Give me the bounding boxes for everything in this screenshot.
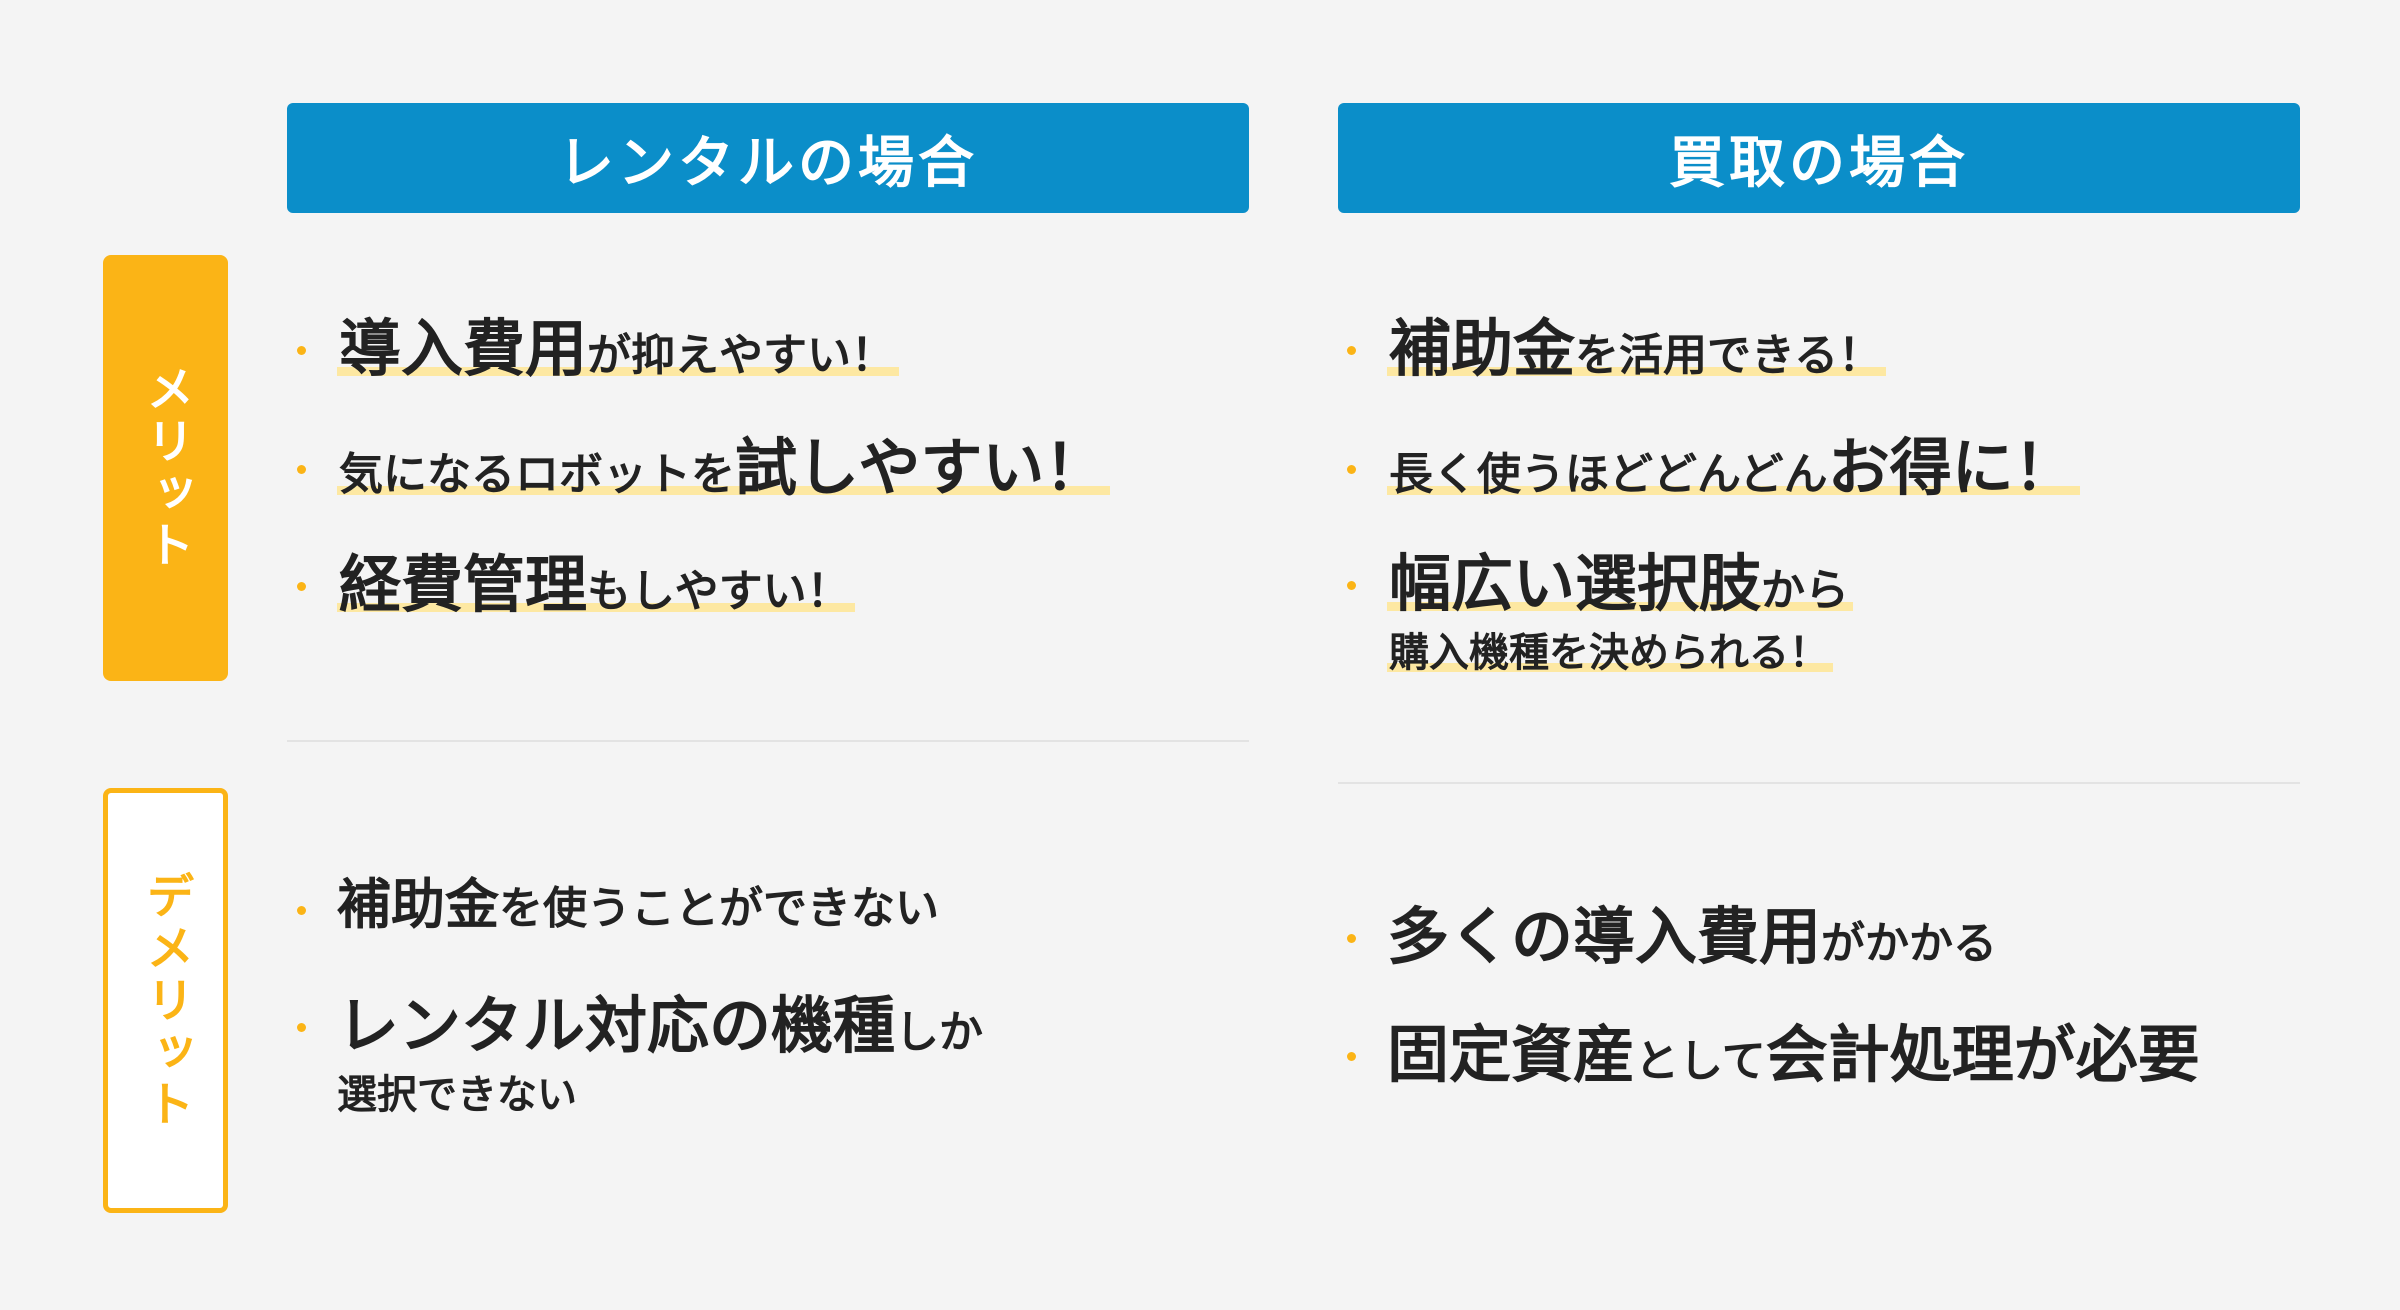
bullet-dot xyxy=(1347,346,1356,355)
rental-header: レンタルの場合 xyxy=(287,103,1249,213)
demerit-label-text: デメリット xyxy=(137,870,194,1131)
bullet-dot xyxy=(297,465,306,474)
purchase-demerit-2-mid: として xyxy=(1635,1036,1766,1087)
bullet-dot xyxy=(1347,1052,1356,1061)
purchase-merit-1-strong: 補助金 xyxy=(1389,312,1576,385)
purchase-merit-3-strong: 幅広い選択肢 xyxy=(1389,547,1762,620)
bullet-dot xyxy=(1347,934,1356,943)
merit-label-text: メリット xyxy=(137,364,194,572)
demerit-label: デメリット xyxy=(103,788,228,1213)
purchase-demerit-2-strong2: 会計処理が必要 xyxy=(1765,1018,2200,1091)
rental-merit-2-lead: 気になるロボットを xyxy=(339,449,735,500)
rental-divider xyxy=(287,740,1249,742)
rental-demerit-2-rest: しか xyxy=(895,1007,984,1058)
bullet-dot xyxy=(297,346,306,355)
purchase-demerit-1-rest: がかかる xyxy=(1821,918,1998,969)
purchase-merit-2-strong: お得に！ xyxy=(1827,431,2076,504)
purchase-merit-3-rest: から xyxy=(1761,565,1850,616)
purchase-divider xyxy=(1338,782,2300,784)
bullet-dot xyxy=(1347,465,1356,474)
rental-merit-1-strong: 導入費用 xyxy=(339,312,588,385)
rental-merit-2-strong: 試しやすい！ xyxy=(735,431,1107,504)
rental-demerit-2-strong: レンタル対応の機種 xyxy=(337,989,896,1062)
bullet-dot xyxy=(297,1023,306,1032)
bullet-dot xyxy=(297,582,306,591)
rental-demerit-2-line2: 選択できない xyxy=(337,1072,577,1118)
bullet-dot xyxy=(297,906,306,915)
rental-demerit-1-strong: 補助金 xyxy=(337,873,499,936)
purchase-demerit-2-strong: 固定資産 xyxy=(1387,1018,1636,1091)
purchase-merit-3-line2: 購入機種を決められる！ xyxy=(1389,630,1829,676)
purchase-header: 買取の場合 xyxy=(1338,103,2300,213)
rental-demerit-1-rest: を使うことができない xyxy=(499,883,939,934)
merit-label: メリット xyxy=(103,255,228,681)
rental-merit-3-strong: 経費管理 xyxy=(339,548,588,621)
purchase-demerit-1-strong: 多くの導入費用 xyxy=(1387,900,1822,973)
bullet-dot xyxy=(1347,581,1356,590)
rental-merit-3-rest: もしやすい！ xyxy=(587,566,851,617)
purchase-merit-1-rest: を活用できる！ xyxy=(1575,330,1883,381)
rental-merit-1-rest: が抑えやすい！ xyxy=(587,330,896,381)
purchase-merit-2-lead: 長く使うほどどんどん xyxy=(1389,449,1828,500)
